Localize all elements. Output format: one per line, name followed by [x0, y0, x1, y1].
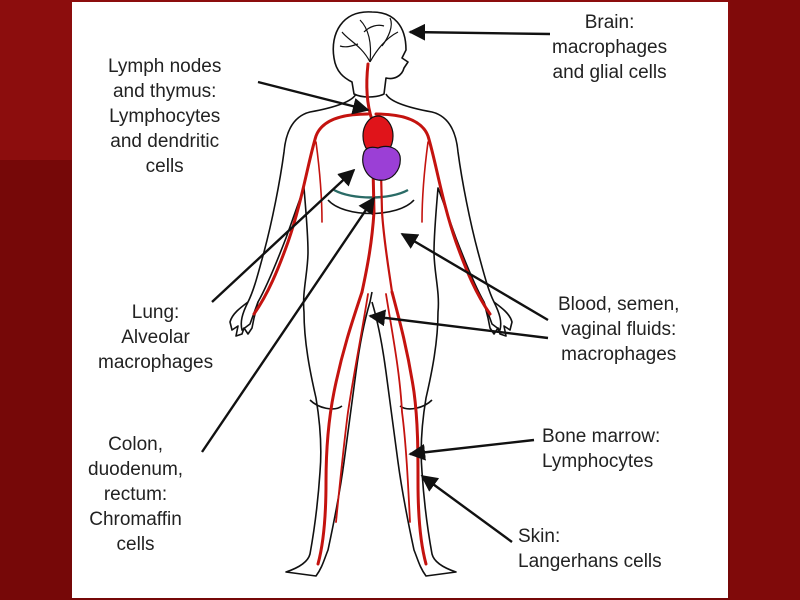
colon-pointer — [201, 196, 375, 453]
lymph-label: Lymph nodes and thymus: Lymphocytes and … — [108, 56, 222, 177]
colon-label: Colon, duodenum, rectum: Chromaffin cell… — [88, 434, 184, 555]
torso-right-outline — [371, 93, 502, 577]
left-leg-vessel — [316, 290, 364, 566]
blood-vessels — [252, 62, 492, 566]
background-right — [730, 0, 800, 600]
left-hand-outline — [229, 301, 259, 337]
brain-vessels — [339, 17, 399, 63]
diaphragm-outline — [333, 188, 409, 199]
head-outline — [332, 11, 409, 98]
left-arm-vessel — [252, 112, 370, 316]
bone-marrow-pointer — [408, 438, 535, 461]
carotid-vessel — [365, 62, 374, 122]
brain-label: Brain: macrophages and glial cells — [552, 12, 668, 83]
right-leg-vessel — [390, 290, 428, 566]
body-outline — [229, 11, 513, 577]
right-hand-outline — [483, 301, 513, 337]
lung-pointer — [211, 168, 356, 303]
heart — [362, 115, 401, 181]
left-leg-vessel-2 — [335, 293, 369, 523]
vena-vessel — [378, 130, 394, 294]
lung-label: Lung: Alveolar macrophages — [98, 302, 214, 373]
torso-left-outline — [240, 93, 373, 577]
blood-label: Blood, semen, vaginal fluids: macrophage… — [558, 294, 680, 365]
heart-purple — [362, 145, 401, 181]
blood-pointer-lower — [368, 309, 549, 340]
pointer-lines — [201, 23, 551, 543]
left-knee-outline — [309, 399, 343, 410]
bone-marrow-label: Bone marrow: Lymphocytes — [542, 426, 661, 472]
brain-pointer — [408, 23, 551, 41]
lymph-pointer — [257, 80, 370, 115]
blood-pointer-upper — [400, 232, 549, 322]
skin-label: Skin: Langerhans cells — [518, 526, 662, 572]
right-arm-vessel — [374, 112, 492, 316]
body-diagram — [201, 11, 551, 577]
right-leg-vessel-2 — [385, 293, 411, 523]
skin-pointer — [420, 475, 513, 543]
slide: Brain: macrophages and glial cells Lymph… — [72, 2, 728, 598]
